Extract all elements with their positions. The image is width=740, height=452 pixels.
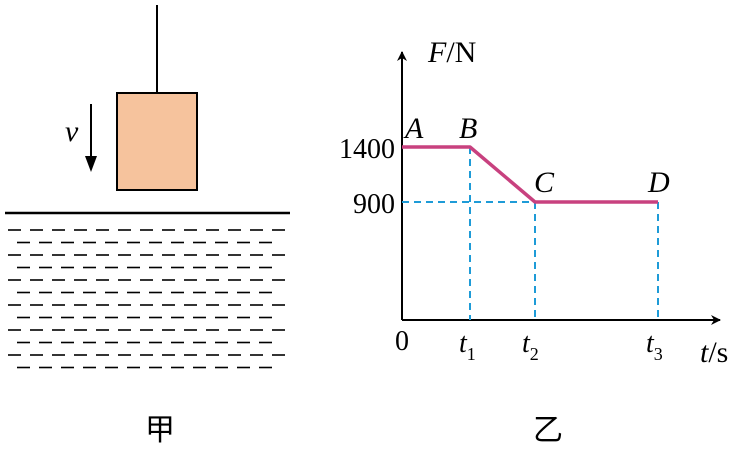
origin-label: 0 — [395, 326, 409, 357]
velocity-label: v — [65, 115, 79, 148]
y-tick-900: 900 — [353, 189, 395, 220]
x-tick-t2: t2 — [522, 328, 539, 364]
y-axis-label: F/N — [427, 36, 476, 69]
x-tick-t1: t1 — [459, 328, 476, 364]
caption-yi: 乙 — [533, 414, 563, 447]
point-label-a: A — [403, 112, 424, 145]
water-hatching — [8, 229, 285, 369]
block — [116, 92, 198, 191]
left-panel: v 甲 — [5, 5, 290, 447]
force-curve — [402, 145, 658, 204]
x-axis-label: t/s — [700, 336, 728, 369]
point-label-b: B — [459, 112, 477, 145]
point-label-c: C — [534, 166, 555, 199]
guide-lines — [402, 147, 659, 320]
point-label-d: D — [647, 166, 670, 199]
x-tick-t3: t3 — [646, 328, 663, 364]
y-tick-1400: 1400 — [339, 134, 395, 165]
caption-jia: 甲 — [145, 414, 175, 447]
right-panel: F/N t/s 0 1400 900 t1 t2 t3 A B C D 乙 — [339, 36, 728, 447]
velocity-arrow — [85, 104, 97, 172]
